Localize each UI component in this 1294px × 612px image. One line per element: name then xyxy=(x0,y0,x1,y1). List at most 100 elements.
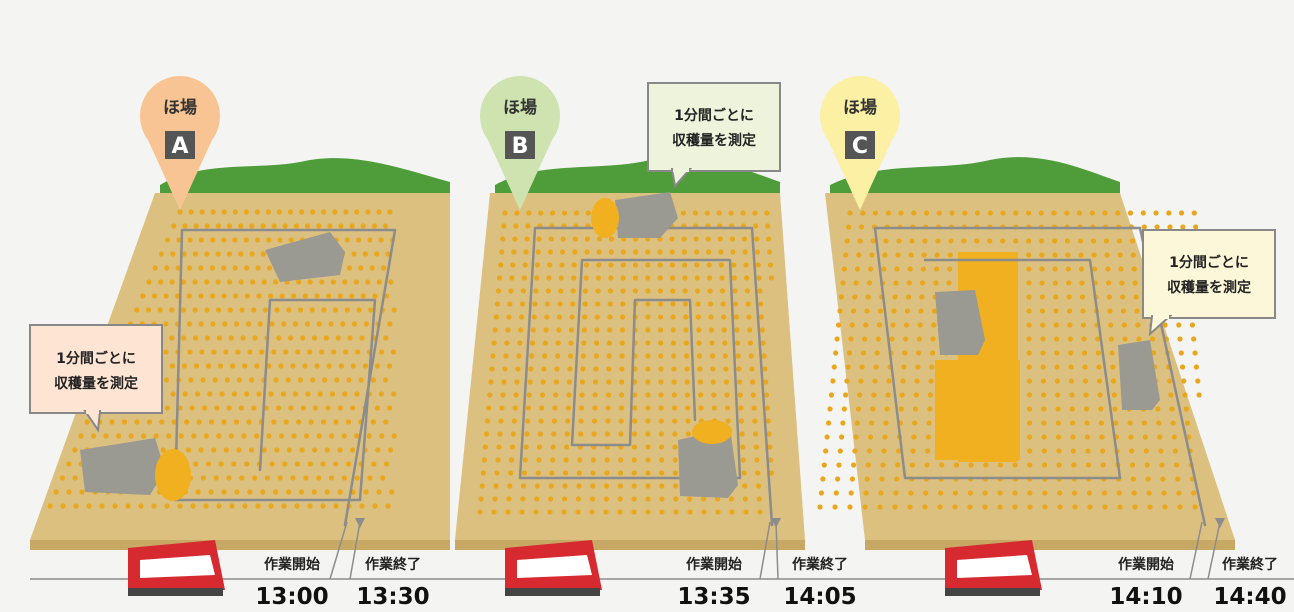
crop-dot xyxy=(340,321,346,327)
crop-dot xyxy=(169,279,175,285)
crop-dot xyxy=(502,366,508,372)
crop-dot xyxy=(846,350,853,356)
crop-dot xyxy=(549,470,555,476)
crop-dot xyxy=(1174,462,1180,468)
crop-dot xyxy=(930,336,936,342)
crop-dot xyxy=(719,275,725,281)
crop-dot xyxy=(925,448,931,454)
crop-dot xyxy=(862,504,868,510)
crop-dot xyxy=(708,314,714,320)
crop-dot xyxy=(575,496,582,502)
crop-dot xyxy=(176,237,182,243)
crop-dot xyxy=(1013,238,1019,244)
crop-dot xyxy=(530,340,536,346)
crop-dot xyxy=(188,377,194,383)
crop-dot xyxy=(519,301,526,307)
crop-dot xyxy=(618,431,624,437)
crop-dot xyxy=(763,392,770,398)
crop-dot xyxy=(186,293,192,299)
crop-dot xyxy=(608,275,614,281)
crop-dot xyxy=(285,377,291,383)
crop-dot xyxy=(934,252,940,258)
crop-dot xyxy=(298,489,304,495)
crop-dot xyxy=(671,379,677,385)
crop-dot xyxy=(866,280,873,286)
crop-dot xyxy=(1102,504,1108,510)
crop-dot xyxy=(524,431,530,437)
crop-dot xyxy=(257,321,263,327)
crop-dot xyxy=(828,392,835,398)
crop-dot xyxy=(896,238,902,244)
crop-dot xyxy=(632,275,639,281)
crop-dot xyxy=(242,503,248,509)
crop-dot xyxy=(909,462,916,468)
crop-dot xyxy=(177,503,183,509)
crop-dot xyxy=(1129,462,1136,468)
crop-dot xyxy=(252,335,258,341)
crop-dot xyxy=(170,251,176,257)
crop-dot xyxy=(1098,420,1104,426)
crop-dot xyxy=(493,483,499,489)
crop-dot xyxy=(596,262,602,268)
crop-dot xyxy=(617,496,623,502)
crop-dot xyxy=(328,475,335,481)
crop-dot xyxy=(200,475,206,481)
crop-dot xyxy=(673,509,679,515)
harvester-machine xyxy=(615,192,678,238)
crop-dot xyxy=(982,490,988,496)
crop-dot xyxy=(356,237,362,243)
crop-dot xyxy=(593,379,599,385)
crop-dot xyxy=(884,406,890,412)
crop-dot xyxy=(90,433,97,439)
crop-dot xyxy=(296,419,302,425)
crop-dot xyxy=(881,266,887,272)
crop-dot xyxy=(324,447,330,453)
crop-dot xyxy=(859,364,865,370)
crop-dot xyxy=(1186,434,1192,440)
crop-dot xyxy=(320,503,326,509)
crop-dot xyxy=(386,363,393,369)
crop-dot xyxy=(523,444,529,450)
crop-dot xyxy=(1103,238,1109,244)
crop-dot xyxy=(485,418,491,424)
crop-dot xyxy=(1026,350,1032,356)
crop-dot xyxy=(163,377,170,383)
crop-dot xyxy=(658,405,664,411)
crop-dot xyxy=(163,349,169,355)
crop-dot xyxy=(333,503,339,509)
crop-dot xyxy=(669,236,675,242)
crop-dot xyxy=(261,447,267,453)
crop-dot xyxy=(1012,462,1018,468)
crop-dot xyxy=(682,288,688,294)
crop-dot xyxy=(333,419,339,425)
crop-dot xyxy=(337,405,343,411)
crop-dot xyxy=(982,504,988,510)
crop-dot xyxy=(243,237,249,243)
crop-dot xyxy=(1193,224,1199,230)
crop-dot xyxy=(682,275,688,281)
crop-dot xyxy=(170,391,176,397)
crop-dot xyxy=(299,447,305,453)
crop-dot xyxy=(877,504,883,510)
crop-dot xyxy=(522,262,528,268)
crop-dot xyxy=(249,223,255,229)
crop-dot xyxy=(309,377,316,383)
crop-dot xyxy=(307,503,313,509)
crop-dot xyxy=(489,366,495,372)
crop-dot xyxy=(863,322,869,328)
crop-dot xyxy=(1039,308,1046,314)
crop-dot xyxy=(920,266,927,272)
crop-dot xyxy=(908,490,914,496)
crop-dot xyxy=(245,321,251,327)
crop-dot xyxy=(906,280,912,286)
crop-dot xyxy=(714,496,721,502)
crop-dot xyxy=(186,321,192,327)
crop-dot xyxy=(323,335,329,341)
crop-dot xyxy=(620,249,627,255)
crop-dot xyxy=(195,489,201,495)
crop-dot xyxy=(492,327,498,333)
crop-dot xyxy=(365,209,371,215)
crop-dot xyxy=(672,457,678,463)
crop-dot xyxy=(848,336,854,342)
crop-dot xyxy=(279,293,285,299)
